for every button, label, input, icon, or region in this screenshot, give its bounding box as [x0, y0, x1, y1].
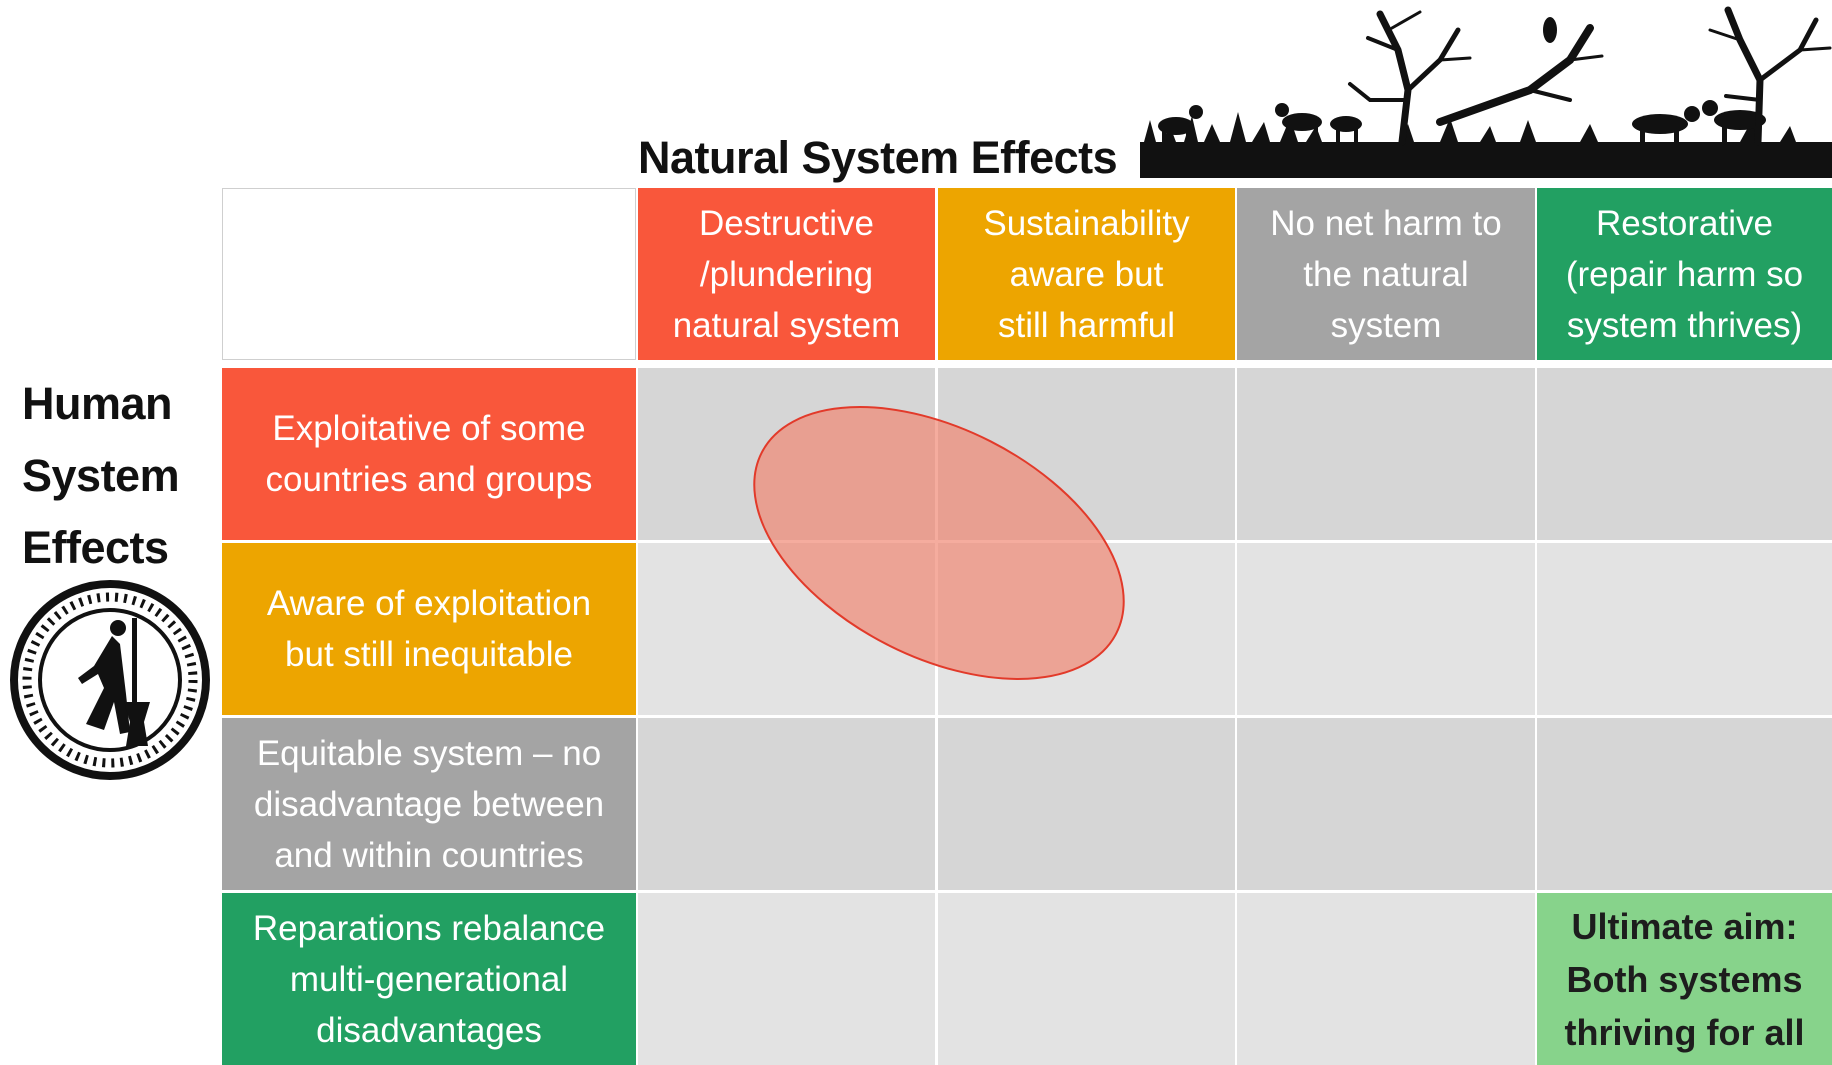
matrix-cell: [938, 718, 1235, 890]
matrix-cell: [938, 893, 1235, 1065]
row-header-text: Exploitative of some: [272, 409, 586, 448]
column-header-text: Restorative: [1595, 203, 1773, 243]
human-title-line-3: Effects: [22, 522, 169, 573]
human-title-line-2: System: [22, 450, 180, 501]
column-header-text: aware but: [1009, 254, 1164, 294]
row-header-text: and within countries: [274, 835, 584, 875]
column-header-text: still harmful: [998, 305, 1175, 345]
column-header-text: the natural: [1303, 254, 1469, 294]
column-header-text: /plundering: [699, 254, 874, 294]
row-header-aware-inequitable: Aware of exploitation but still inequita…: [222, 543, 636, 715]
matrix-cell: [1537, 543, 1832, 715]
row-header-text: Equitable system – no: [256, 733, 602, 773]
ultimate-aim-cell: Ultimate aim: Both systems thriving for …: [1537, 893, 1832, 1065]
row-header-text: multi-generational: [289, 959, 569, 999]
row-header-exploitative: Exploitative of some countries and group…: [222, 368, 636, 540]
column-header-text: system thrives): [1566, 305, 1803, 345]
column-header-text: natural system: [672, 305, 901, 345]
row-header-equitable: Equitable system – no disadvantage betwe…: [222, 718, 636, 890]
row-header-text: Reparations rebalance: [252, 908, 606, 948]
ultimate-aim-text: Ultimate aim:: [1571, 905, 1798, 947]
matrix-cell: [638, 893, 935, 1065]
matrix-cell: [1537, 368, 1832, 540]
row-header-text: Aware of exploitation: [266, 584, 592, 623]
ultimate-aim-text: Both systems: [1566, 958, 1803, 1000]
matrix-cell: [1237, 718, 1535, 890]
row-header-text: disadvantage between: [253, 784, 605, 824]
matrix-cell: [1237, 543, 1535, 715]
row-header-text: disadvantages: [316, 1010, 542, 1050]
human-system-effects-title: Human System Effects: [22, 368, 180, 584]
human-title-line-1: Human: [22, 378, 173, 429]
column-header-restorative: Restorative (repair harm so system thriv…: [1537, 188, 1832, 360]
ultimate-aim-text: thriving for all: [1564, 1011, 1805, 1053]
savanna-silhouette-image: [1140, 6, 1832, 178]
matrix-cell: [638, 718, 935, 890]
column-header-sustainability-aware: Sustainability aware but still harmful: [938, 188, 1235, 360]
row-header-text: countries and groups: [265, 460, 593, 499]
woman-pounding-grain-seal: [10, 580, 210, 780]
matrix-cell: [1237, 893, 1535, 1065]
column-header-text: No net harm to: [1270, 203, 1502, 243]
row-header-text: but still inequitable: [285, 635, 573, 674]
column-header-text: system: [1330, 305, 1442, 345]
column-header-text: Destructive: [698, 203, 875, 243]
matrix-cell: [1237, 368, 1535, 540]
natural-system-effects-title: Natural System Effects: [638, 132, 1118, 183]
current-state-highlight-ellipse: [753, 406, 1125, 680]
matrix-cell: [1537, 718, 1832, 890]
column-header-text: (repair harm so: [1565, 254, 1804, 294]
column-header-no-net-harm: No net harm to the natural system: [1237, 188, 1535, 360]
column-header-text: Sustainability: [983, 203, 1190, 243]
column-header-destructive: Destructive /plundering natural system: [638, 188, 935, 360]
row-header-reparations: Reparations rebalance multi-generational…: [222, 893, 636, 1065]
matrix-corner-cell: [222, 188, 636, 360]
